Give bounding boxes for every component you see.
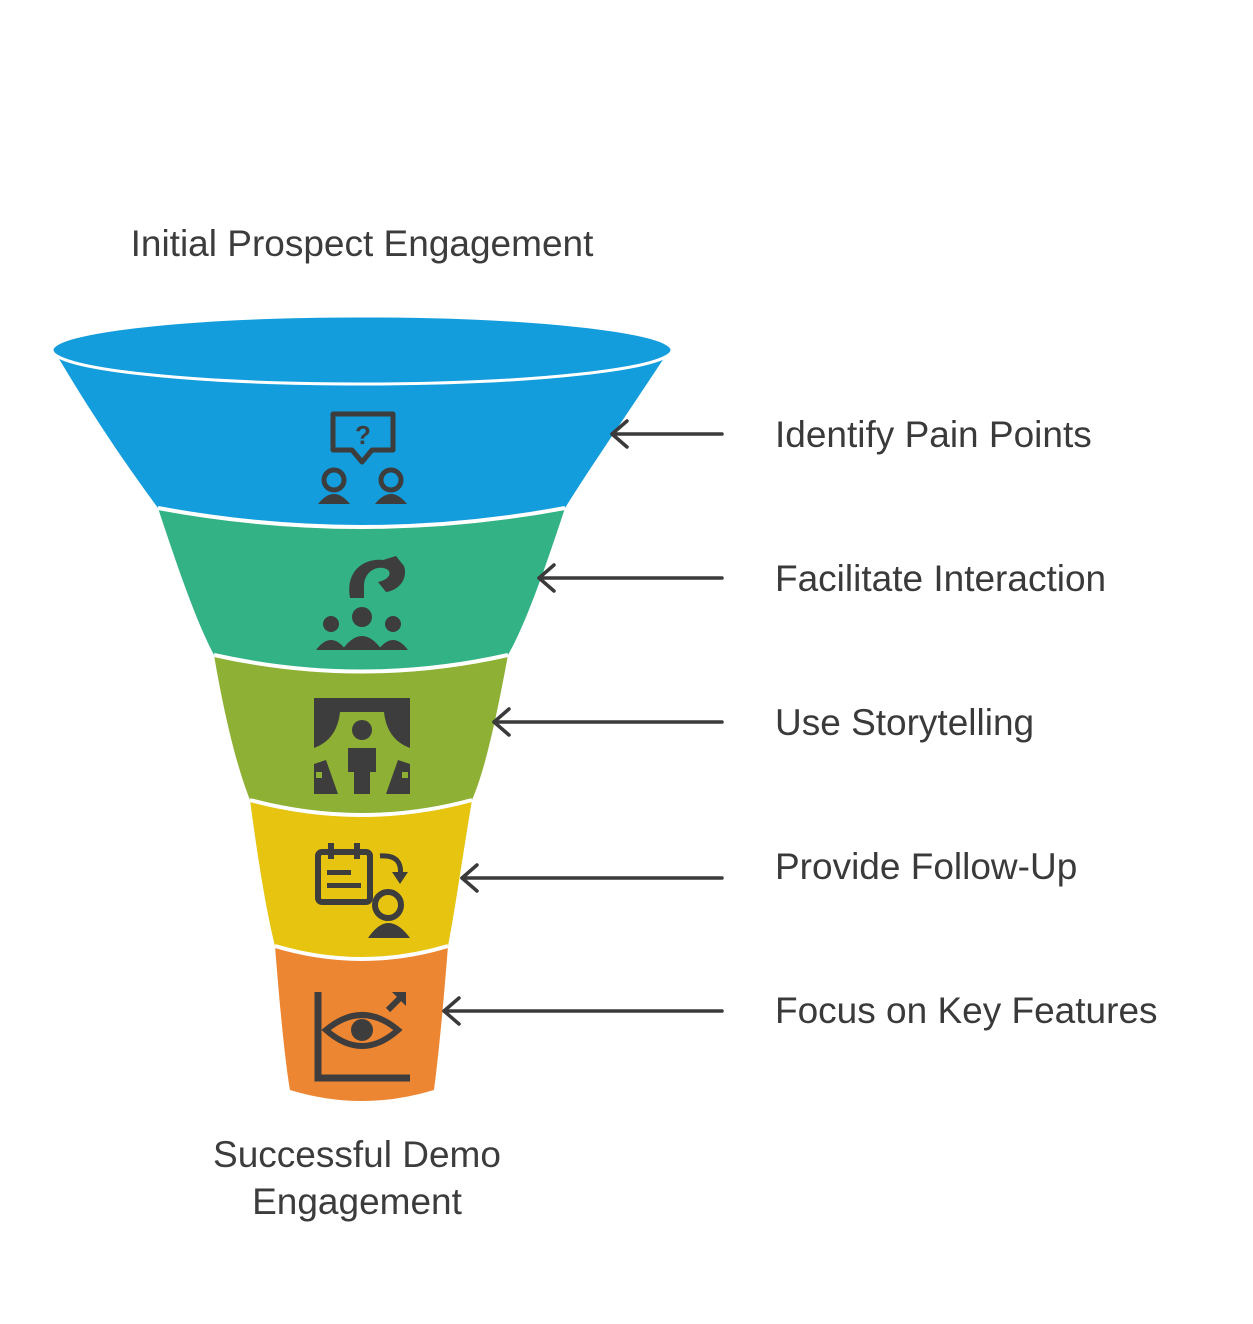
question-people-icon: ?: [318, 411, 407, 504]
arrow-stage-5: [442, 996, 724, 1026]
svg-text:?: ?: [355, 420, 371, 450]
arrow-stage-3: [492, 707, 724, 737]
stage-label-4: Provide Follow-Up: [775, 846, 1077, 887]
funnel-stage-4: [250, 800, 472, 961]
arrow-stage-4: [460, 863, 724, 893]
stage-label-1: Identify Pain Points: [775, 414, 1092, 455]
bottom-label-line1: Successful Demo: [213, 1134, 501, 1175]
funnel-rim: [50, 314, 674, 386]
bottom-label-line2: Engagement: [252, 1181, 463, 1222]
stage-label-5: Focus on Key Features: [775, 990, 1158, 1031]
group-discussion-icon: [316, 556, 408, 650]
top-label: Initial Prospect Engagement: [131, 223, 594, 264]
funnel-stage-1: [50, 314, 674, 529]
calendar-followup-icon: [315, 843, 410, 938]
eye-chart-icon: [314, 992, 410, 1082]
stage-label-2: Facilitate Interaction: [775, 558, 1106, 599]
arrow-stage-2: [537, 563, 724, 593]
stage-label-3: Use Storytelling: [775, 702, 1034, 743]
arrow-stage-1: [610, 419, 724, 449]
stage-presenter-icon: [314, 698, 410, 794]
